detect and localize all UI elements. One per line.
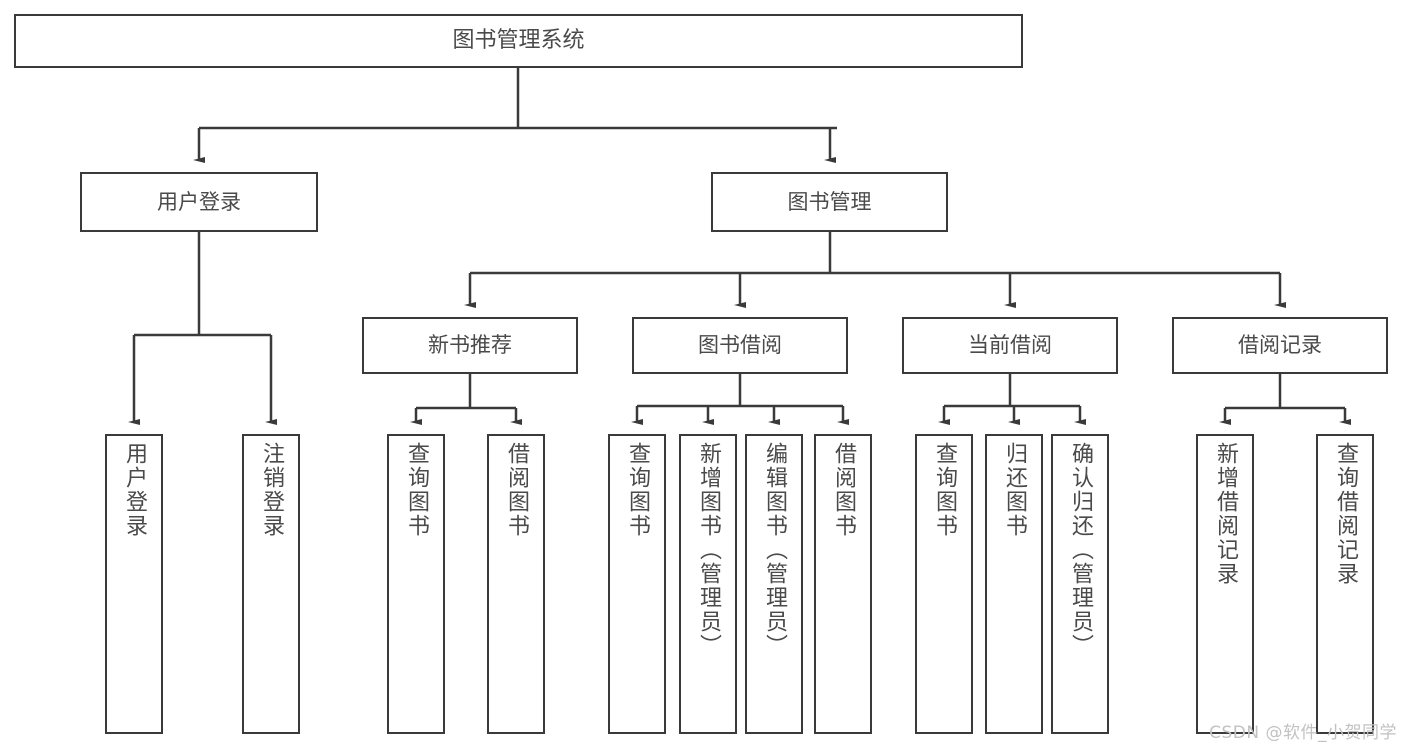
node-leaf-query-book-2[interactable]: 查询图书 — [608, 434, 666, 734]
node-book-borrow-label: 图书借阅 — [698, 333, 782, 358]
edges-new-book-rec-to-leaves — [410, 374, 522, 425]
node-new-book-rec[interactable]: 新书推荐 — [362, 317, 578, 374]
node-leaf-edit-book-label: 编辑图书（管理员） — [762, 442, 787, 658]
node-new-book-rec-label: 新书推荐 — [428, 333, 512, 358]
node-user-login-label: 用户登录 — [157, 189, 241, 214]
node-leaf-query-book-1-label: 查询图书 — [404, 442, 429, 538]
node-leaf-borrow-book-1-label: 借阅图书 — [504, 442, 529, 538]
node-user-login[interactable]: 用户登录 — [80, 172, 318, 232]
node-book-manage-label: 图书管理 — [787, 189, 872, 214]
edges-user-login-to-leaves — [128, 232, 277, 425]
node-current-borrow-label: 当前借阅 — [968, 333, 1052, 358]
node-leaf-return-book-label: 归还图书 — [1002, 442, 1027, 538]
node-leaf-add-record[interactable]: 新增借阅记录 — [1196, 434, 1254, 734]
node-leaf-confirm-return-label: 确认归还（管理员） — [1068, 442, 1093, 658]
node-leaf-query-book-2-label: 查询图书 — [625, 442, 650, 538]
node-leaf-query-record[interactable]: 查询借阅记录 — [1316, 434, 1374, 734]
node-leaf-query-book-1[interactable]: 查询图书 — [387, 434, 445, 734]
edges-book-borrow-to-leaves — [631, 374, 849, 425]
node-leaf-add-record-label: 新增借阅记录 — [1213, 442, 1238, 586]
node-current-borrow[interactable]: 当前借阅 — [902, 317, 1118, 374]
edges-borrow-record-to-leaves — [1219, 374, 1351, 425]
edges-book-manage-to-level3 — [464, 232, 1286, 308]
node-borrow-record-label: 借阅记录 — [1238, 333, 1322, 358]
node-leaf-user-login[interactable]: 用户登录 — [105, 434, 163, 734]
node-leaf-edit-book[interactable]: 编辑图书（管理员） — [745, 434, 803, 734]
node-leaf-logout[interactable]: 注销登录 — [242, 434, 300, 734]
watermark-text: CSDN @软件_小贺同学 — [1209, 723, 1397, 743]
node-leaf-add-book[interactable]: 新增图书（管理员） — [679, 434, 737, 734]
node-leaf-user-login-label: 用户登录 — [122, 442, 147, 538]
node-leaf-query-book-3[interactable]: 查询图书 — [915, 434, 973, 734]
edges-root-to-level2 — [193, 68, 837, 163]
node-root-label: 图书管理系统 — [452, 27, 585, 53]
node-leaf-confirm-return[interactable]: 确认归还（管理员） — [1051, 434, 1109, 734]
node-leaf-borrow-book-2-label: 借阅图书 — [831, 442, 856, 538]
node-leaf-add-book-label: 新增图书（管理员） — [696, 442, 721, 658]
edges-current-borrow-to-leaves — [938, 374, 1086, 425]
node-book-manage[interactable]: 图书管理 — [711, 172, 948, 232]
node-root[interactable]: 图书管理系统 — [14, 14, 1023, 68]
node-leaf-borrow-book-1[interactable]: 借阅图书 — [487, 434, 545, 734]
node-leaf-query-book-3-label: 查询图书 — [932, 442, 957, 538]
node-book-borrow[interactable]: 图书借阅 — [632, 317, 848, 374]
node-leaf-return-book[interactable]: 归还图书 — [985, 434, 1043, 734]
node-leaf-borrow-book-2[interactable]: 借阅图书 — [814, 434, 872, 734]
node-leaf-logout-label: 注销登录 — [259, 442, 284, 538]
node-leaf-query-record-label: 查询借阅记录 — [1333, 442, 1358, 586]
node-borrow-record[interactable]: 借阅记录 — [1172, 317, 1388, 374]
